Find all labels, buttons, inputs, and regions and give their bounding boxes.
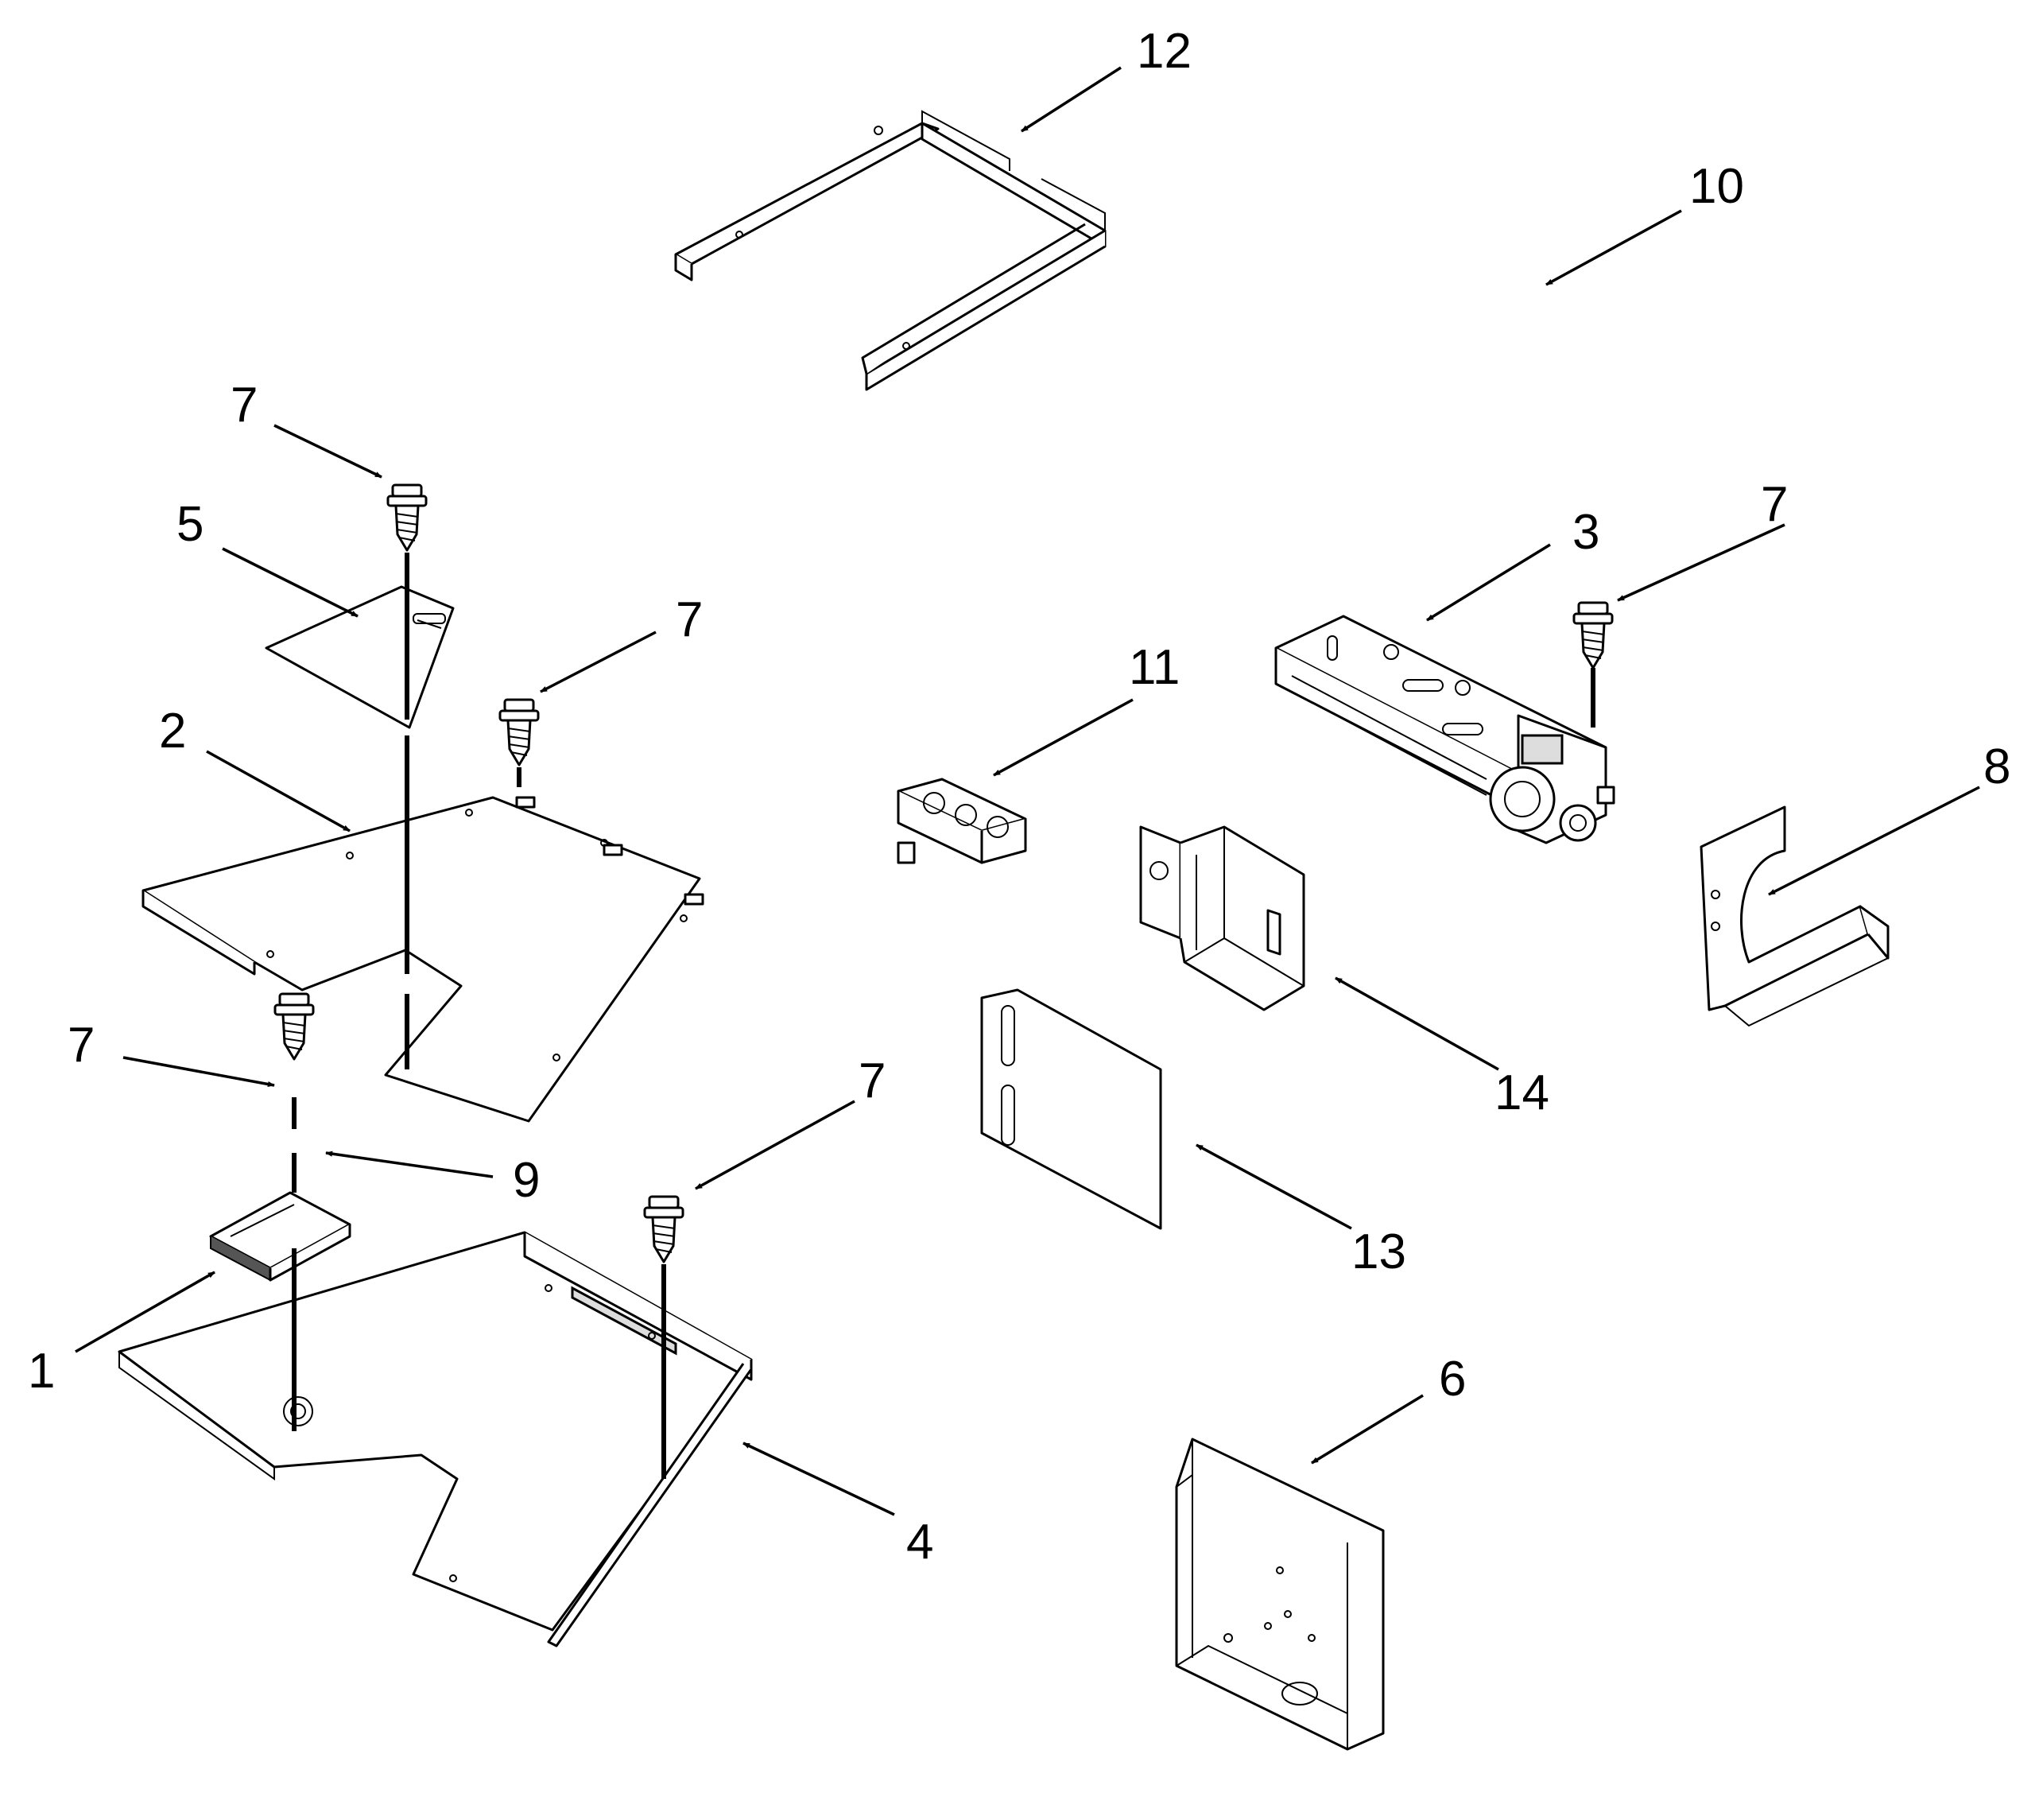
- part-13-flat-plate: [980, 988, 1162, 1230]
- callout-14: 14: [1494, 1065, 1549, 1120]
- callout-10: 10: [1689, 159, 1744, 214]
- part-6-housing: [1175, 1438, 1385, 1751]
- callout-7-right: 7: [1761, 477, 1788, 532]
- part-5-cover-plate: [265, 585, 455, 729]
- callout-12: 12: [1137, 24, 1192, 79]
- callout-7-top: 7: [231, 378, 258, 433]
- callout-5: 5: [176, 497, 204, 552]
- part-8-heat-shield-bracket: [1700, 805, 1890, 1027]
- screw-7-right: [1572, 601, 1614, 669]
- screw-7-left: [273, 992, 315, 1061]
- leader-lines: [75, 66, 1980, 1516]
- callout-7-left: 7: [68, 1018, 95, 1073]
- screw-7-center: [498, 698, 540, 766]
- screw-7-top: [386, 483, 428, 552]
- part-12-top-frame: [674, 110, 1107, 391]
- callout-9: 9: [513, 1153, 540, 1208]
- part-4-base-plate: [118, 1231, 753, 1647]
- callout-labels: 12 10 7 5 7 2 3 7 11 8 7 9 7 14 13 1 6 4: [28, 24, 2010, 1570]
- part-1-bracket: [209, 1191, 351, 1282]
- part-2-mounting-plate: [141, 796, 704, 1123]
- part-14-junction-box: [1139, 825, 1305, 1011]
- assembly-lines: [292, 553, 1595, 1479]
- callout-6: 6: [1439, 1352, 1466, 1407]
- callout-8: 8: [1983, 739, 2010, 794]
- screw-7-bottom: [643, 1195, 684, 1263]
- callout-11: 11: [1129, 640, 1180, 695]
- callout-3: 3: [1572, 505, 1599, 560]
- part-3-burner-assembly: [1274, 615, 1615, 844]
- callout-1: 1: [28, 1344, 55, 1399]
- callout-4: 4: [906, 1515, 933, 1570]
- part-11-terminal-block: [897, 778, 1027, 864]
- callout-2: 2: [159, 704, 186, 759]
- callout-7-bottom: 7: [859, 1054, 886, 1108]
- callout-13: 13: [1351, 1224, 1406, 1279]
- callout-7-center: 7: [676, 592, 703, 647]
